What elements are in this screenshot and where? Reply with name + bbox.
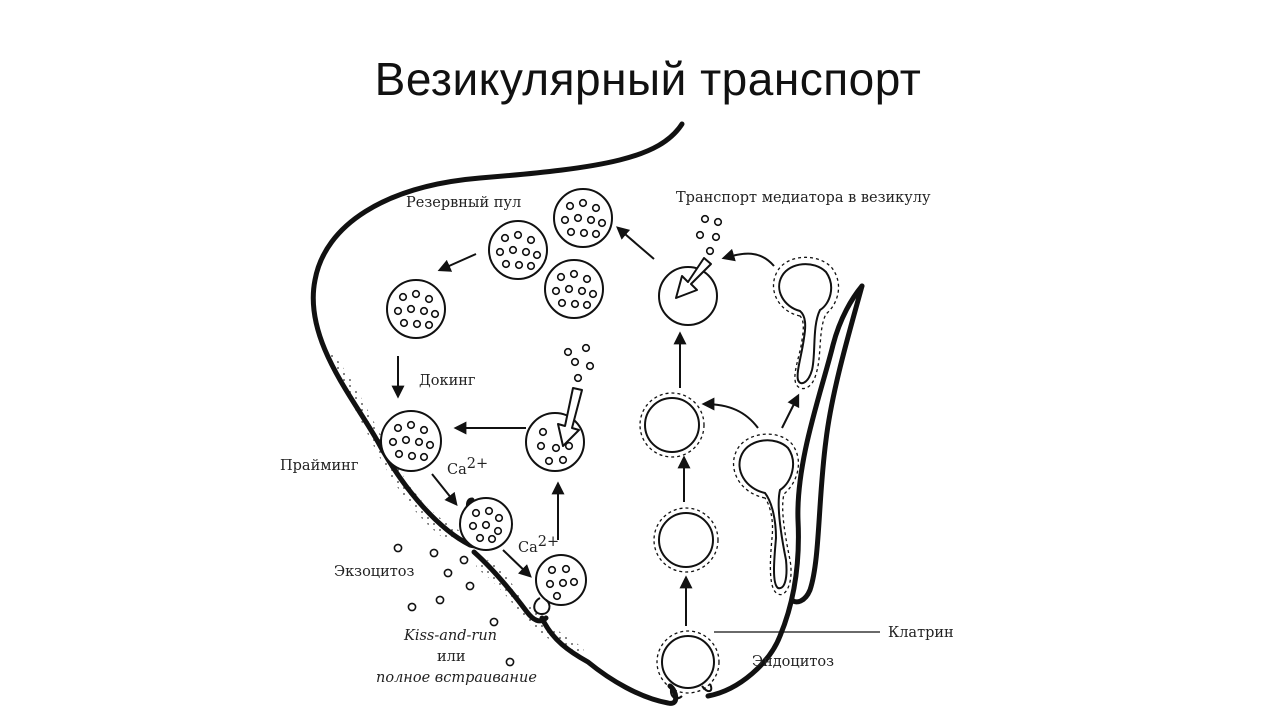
- vesicle-reserve-2: [553, 188, 613, 248]
- endosome-bud-lower: [732, 433, 800, 596]
- label-ca-1: Ca2+: [447, 456, 488, 478]
- label-priming: Прайминг: [280, 458, 358, 474]
- released-transmitter-dots: [393, 543, 515, 667]
- label-docking: Докинг: [419, 373, 476, 389]
- label-or: или: [437, 649, 466, 665]
- membrane-right-fold: [789, 283, 865, 605]
- vesicle-docked: [380, 410, 442, 472]
- label-exocytosis: Экзоцитоз: [334, 564, 415, 580]
- label-transmitter-transport: Транспорт медиатора в везикулу: [676, 190, 931, 206]
- vesicle-recycling-2: [653, 507, 719, 573]
- active-zone-stipple-upper: [330, 352, 462, 540]
- vesicle-empty-top: [658, 214, 723, 326]
- pathway-arrows: [391, 226, 800, 626]
- vesicle-reserve-4: [386, 279, 446, 339]
- label-kiss-and-run: Kiss-and-run: [403, 628, 497, 644]
- presynaptic-membrane: [310, 121, 865, 706]
- slide-title: Везикулярный транспорт: [374, 53, 922, 105]
- vesicle-endocytic: [656, 630, 720, 700]
- hollow-arrow-refill: [557, 387, 583, 447]
- endosome-bud-upper: [772, 256, 840, 390]
- label-reserve-pool: Резервный пул: [406, 195, 521, 211]
- hollow-arrow-transmitter: [675, 257, 712, 299]
- label-ca-2: Ca2+: [518, 534, 559, 556]
- vesicle-primed: [459, 497, 513, 551]
- label-full-fusion: полное встраивание: [376, 670, 537, 686]
- vesicle-kiss-and-run: [533, 554, 587, 616]
- label-endocytosis: Эндоцитоз: [752, 654, 834, 670]
- vesicle-recycling-1: [639, 392, 705, 458]
- vesicle-reserve-3: [544, 259, 604, 319]
- label-clathrin: Клатрин: [888, 625, 954, 641]
- vesicle-reserve-1: [488, 220, 548, 280]
- vesicle-refilling: [525, 343, 595, 472]
